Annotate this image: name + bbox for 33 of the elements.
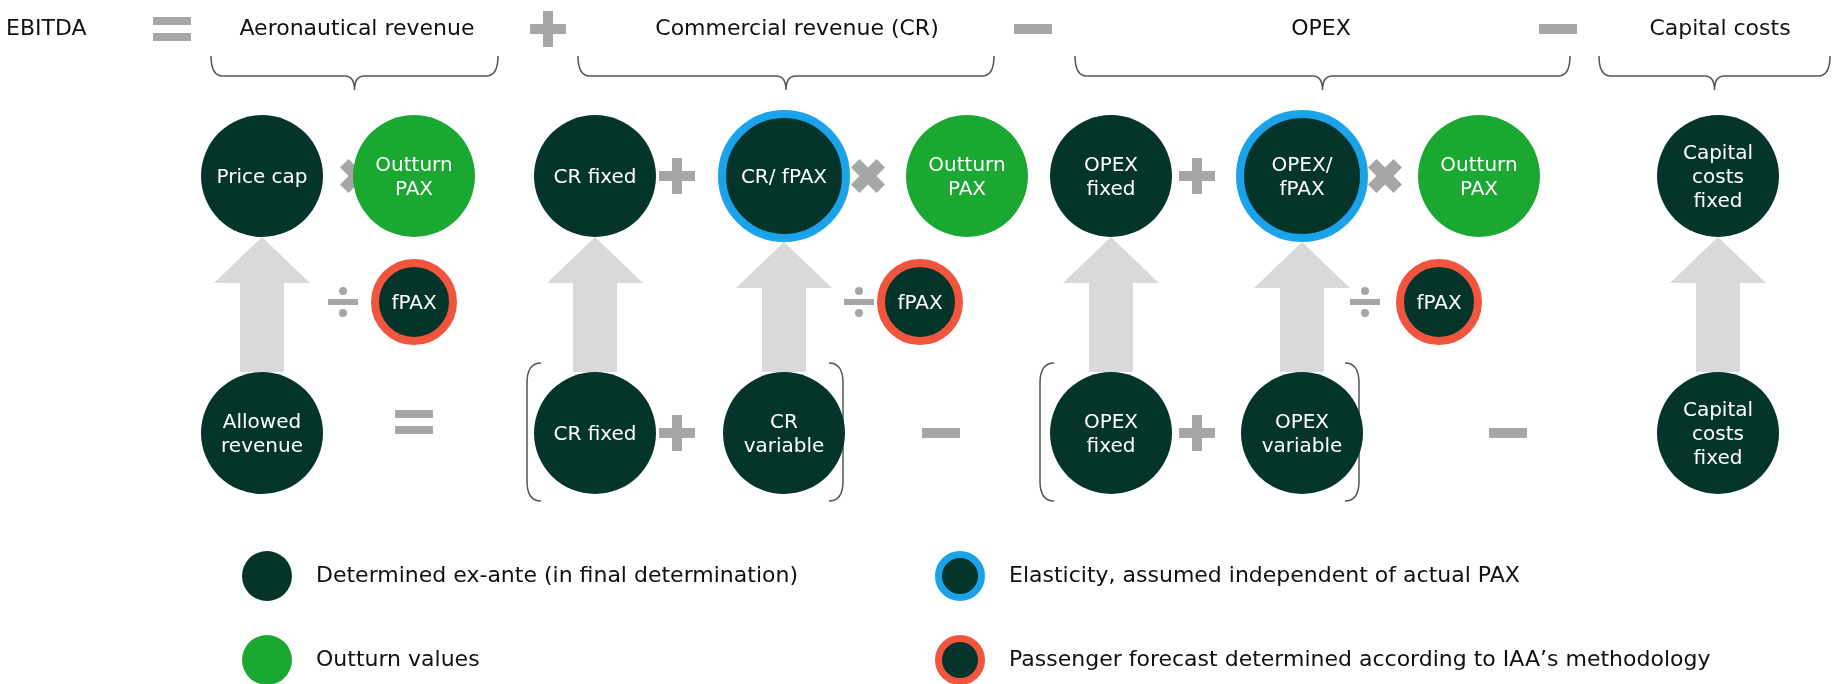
block-arrow xyxy=(1670,237,1766,372)
value-circle: Outturn PAX xyxy=(353,115,475,237)
ringed-circle: fPAX xyxy=(1396,259,1482,345)
ringed-circle: OPEX/ fPAX xyxy=(1236,110,1368,242)
block-arrow xyxy=(547,237,643,372)
value-circle: Outturn PAX xyxy=(1418,115,1540,237)
heading-text: Aeronautical revenue xyxy=(239,15,475,40)
value-circle: OPEX variable xyxy=(1241,372,1363,494)
ringed-circle: CR/ fPAX xyxy=(718,110,850,242)
block-arrow xyxy=(736,242,832,372)
block-arrow xyxy=(1254,242,1350,372)
value-circle: Allowed revenue xyxy=(201,372,323,494)
heading-text: Commercial revenue (CR) xyxy=(655,15,939,40)
value-circle: CR fixed xyxy=(534,372,656,494)
legend-text: Determined ex-ante (in final determination) xyxy=(316,562,798,587)
heading-text: EBITDA xyxy=(6,15,87,40)
heading-text: OPEX xyxy=(1291,15,1351,40)
ringed-circle: fPAX xyxy=(877,259,963,345)
block-arrow xyxy=(214,237,310,372)
value-circle: OPEX fixed xyxy=(1050,372,1172,494)
value-circle: CR variable xyxy=(723,372,845,494)
legend-text: Passenger forecast determined according to IAA’s methodology xyxy=(1009,646,1711,671)
legend-text: Elasticity, assumed independent of actual PAX xyxy=(1009,562,1520,587)
value-circle: Price cap xyxy=(201,115,323,237)
ringed-circle: fPAX xyxy=(371,259,457,345)
value-circle: OPEX fixed xyxy=(1050,115,1172,237)
block-arrow xyxy=(1063,237,1159,372)
heading-text: Capital costs xyxy=(1649,15,1791,40)
value-circle: CR fixed xyxy=(534,115,656,237)
legend-text: Outturn values xyxy=(316,646,480,671)
value-circle: Capital costs fixed xyxy=(1657,372,1779,494)
value-circle: Outturn PAX xyxy=(906,115,1028,237)
value-circle: Capital costs fixed xyxy=(1657,115,1779,237)
